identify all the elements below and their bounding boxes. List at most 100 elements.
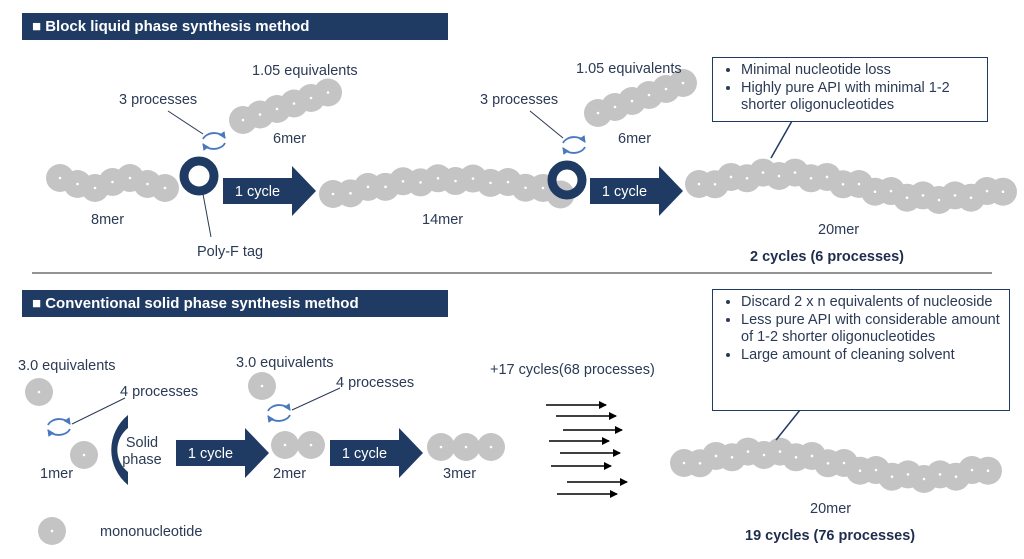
block-14mer-bead-1-dot	[331, 192, 335, 196]
block-20mer-bead-18-dot	[969, 196, 973, 200]
block-6mer-1-bead-3-dot	[275, 107, 279, 111]
conv-callout-item-1: Discard 2 x n equivalents of nucleoside	[741, 294, 1001, 312]
conv-1mer-free-bead	[25, 378, 53, 406]
conv-cycle-arrow-2-label: 1 cycle	[342, 446, 387, 462]
block-20mer-bead-10-dot	[841, 182, 845, 186]
conv-20mer-bead-1-dot	[682, 461, 686, 465]
block-cycle-icon-1-top-arrow	[202, 131, 226, 140]
block-20mer-bead-1-dot	[697, 182, 701, 186]
conv-1mer-bound-bead	[70, 441, 98, 469]
conv-20mer-bead-19-dot	[970, 468, 974, 472]
block-callout: Minimal nucleotide loss Highly pure API …	[712, 57, 988, 122]
conv-20mer-bead-10-dot	[826, 461, 830, 465]
conv-20mer-bead-9-dot	[810, 454, 814, 458]
block-cycle-icon-1	[202, 131, 226, 151]
conv-2mer-bead-1-dot	[283, 443, 287, 447]
conv-20mer-label: 20mer	[810, 501, 852, 517]
block-8mer-bead-5-dot	[128, 176, 132, 180]
block-cycle-arrow-2-shape	[590, 166, 683, 216]
conv-callout: Discard 2 x n equivalents of nucleoside …	[712, 289, 1010, 411]
conv-20mer-bead-20-dot	[986, 469, 990, 473]
block-20mer-bead-3-dot	[729, 175, 733, 179]
conv-cycle-arrow-2-shape	[330, 428, 423, 478]
block-8mer-bead-4-dot	[111, 180, 114, 184]
block-20mer-bead-4-dot	[745, 176, 749, 180]
block-8mer-label: 8mer	[91, 212, 125, 228]
conv-cycle-arrow-2: 1 cycle	[330, 428, 423, 478]
block-20mer-bead-8-dot	[809, 176, 813, 180]
conv-20mer-bead-20	[974, 456, 1002, 485]
block-6mer-2-bead-4-dot	[647, 93, 651, 97]
block-6mer-2-bead-3-dot	[630, 99, 634, 103]
block-20mer-bead-17-dot	[953, 194, 957, 197]
block-summary: 2 cycles (6 processes)	[750, 249, 904, 265]
conv-callout-item-2: Less pure API with considerable amount o…	[741, 312, 1001, 347]
poly-f-tag-leader	[202, 193, 212, 238]
conv-cycle-icon-2	[267, 403, 291, 423]
block-20mer-bead-14-dot	[905, 196, 909, 200]
conv-2mer-bead-2	[297, 431, 325, 459]
conv-20mer-bead-8-dot	[794, 455, 798, 459]
block-20mer-bead-19-dot	[985, 189, 989, 193]
block-processes-leader-2	[529, 110, 564, 139]
conv-callout-pointer	[775, 409, 801, 441]
block-equiv-label-1: 1.05 equivalents	[252, 63, 358, 79]
block-callout-item-2: Highly pure API with minimal 1-2 shorter…	[741, 80, 979, 115]
poly-f-tag-ring-2	[547, 160, 587, 200]
solid-phase-shape	[111, 415, 128, 485]
conv-more-cycles-label: +17 cycles(68 processes)	[490, 362, 655, 378]
conv-cycle-icon-1	[47, 417, 71, 437]
conv-20mer-bead-11-dot	[842, 461, 846, 465]
conv-20mer-bead-4-dot	[730, 455, 734, 459]
conv-20mer-bead-16-dot	[922, 477, 926, 481]
legend-mononucleotide-label: mononucleotide	[100, 524, 203, 540]
block-callout-item-1: Minimal nucleotide loss	[741, 62, 979, 80]
conv-2mer-free-bead-dot	[260, 384, 264, 388]
solid-phase-label: Solid phase	[122, 435, 162, 468]
block-6mer-1-bead-1-dot	[241, 118, 245, 122]
conv-20mer-bead-15-dot	[906, 473, 910, 476]
block-6mer-2-bead-6-dot	[681, 81, 685, 85]
block-cycle-icon-1-bottom-arrow	[202, 142, 226, 151]
block-6mer-1-bead-6-dot	[326, 91, 330, 94]
block-6mer-1-bead-4-dot	[292, 102, 296, 105]
conv-20mer-bead-5-dot	[746, 450, 750, 453]
block-20mer-label: 20mer	[818, 222, 860, 238]
block-equiv-label-2: 1.05 equivalents	[576, 61, 682, 77]
block-cycle-icon-2-top-arrow	[562, 135, 586, 144]
block-14mer-bead-8-dot	[454, 179, 457, 183]
block-14mer-bead-10-dot	[489, 181, 492, 185]
conv-20mer-bead-7-dot	[778, 450, 782, 453]
conv-20mer-bead-3-dot	[714, 454, 718, 458]
block-method-banner: ■ Block liquid phase synthesis method	[22, 13, 448, 40]
block-20mer-bead-16-dot	[937, 198, 941, 202]
block-6mer-1-bead-5-dot	[309, 96, 313, 100]
legend-bead-dot	[50, 529, 54, 533]
block-cycle-arrow-2: 1 cycle	[590, 166, 683, 216]
block-20mer-bead-7-dot	[793, 171, 797, 174]
block-20mer-bead-15-dot	[921, 194, 925, 197]
conv-1mer-bound-bead-dot	[82, 453, 86, 457]
conv-cycle-arrow-1-label: 1 cycle	[188, 446, 233, 462]
conv-processes-leader-1	[71, 397, 126, 425]
block-8mer-bead-7	[151, 174, 179, 202]
block-20mer-bead-5-dot	[761, 171, 765, 174]
conv-20mer-bead-18-dot	[954, 475, 958, 479]
conv-cycle-icon-2-top-arrow	[267, 403, 291, 412]
nucleotide-beads	[25, 69, 1017, 545]
legend-bead	[38, 517, 66, 545]
conv-callout-item-3: Large amount of cleaning solvent	[741, 347, 1001, 365]
block-6mer-1-bead-6	[314, 78, 342, 107]
block-14mer-bead-3-dot	[366, 185, 370, 189]
conv-processes-label-1: 4 processes	[120, 384, 199, 400]
conv-equiv-label-2: 3.0 equivalents	[236, 355, 334, 371]
conv-cycle-arrow-1: 1 cycle	[176, 428, 269, 478]
poly-f-tag-ring-1	[179, 156, 219, 196]
block-6mer-label-2: 6mer	[618, 131, 652, 147]
block-6mer-2-bead-1-dot	[596, 111, 600, 115]
conv-3mer-bead-1-dot	[439, 445, 443, 449]
conv-3mer-bead-3	[477, 433, 505, 461]
